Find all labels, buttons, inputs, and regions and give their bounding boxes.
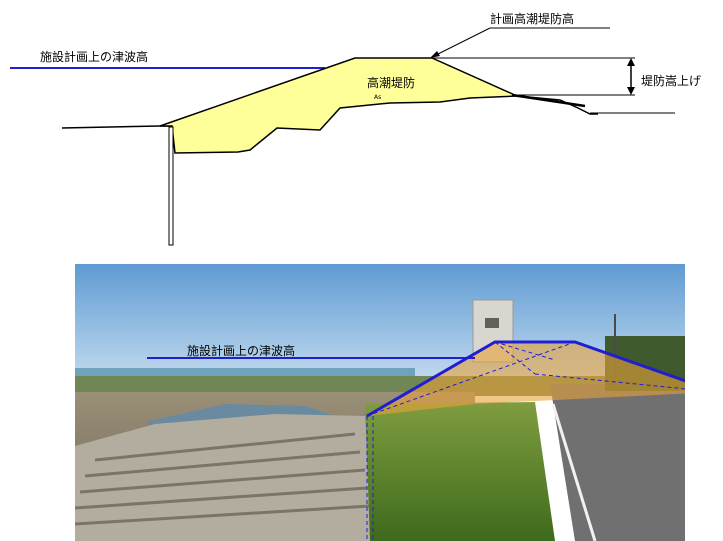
levee-dashed-guides (366, 341, 685, 541)
raise-wall (511, 93, 586, 108)
levee-body-label: 高潮堤防 (367, 76, 416, 90)
landward-ground (516, 95, 598, 115)
leader-arrowhead (430, 51, 440, 58)
levee-overlay (367, 342, 685, 416)
planned-levee-outline (366, 340, 685, 418)
site-photo: 施設計画上の津波高 (75, 264, 685, 541)
levee-cross-section-diagram (10, 27, 675, 246)
site-photo-illustration (75, 264, 685, 541)
pump-building-window (485, 318, 499, 328)
levee-body (159, 57, 518, 154)
road-edge-line (551, 403, 597, 541)
block-rows (75, 432, 371, 526)
planned-levee-height-label: 計画高潮堤防高 (490, 12, 575, 26)
grass-slope (365, 402, 555, 541)
ground-line (61, 125, 172, 129)
photo-tsunami-height-label: 施設計画上の津波高 (187, 344, 296, 358)
small-mark-label: As (374, 94, 382, 101)
arrowhead-down (627, 87, 635, 95)
sheet-pile (168, 126, 174, 246)
levee-raise-label: 堤防嵩上げ (641, 74, 702, 88)
design-tsunami-height-label: 施設計画上の津波高 (40, 50, 149, 64)
arrowhead-up (627, 58, 635, 66)
planned-height-leader (431, 27, 491, 58)
